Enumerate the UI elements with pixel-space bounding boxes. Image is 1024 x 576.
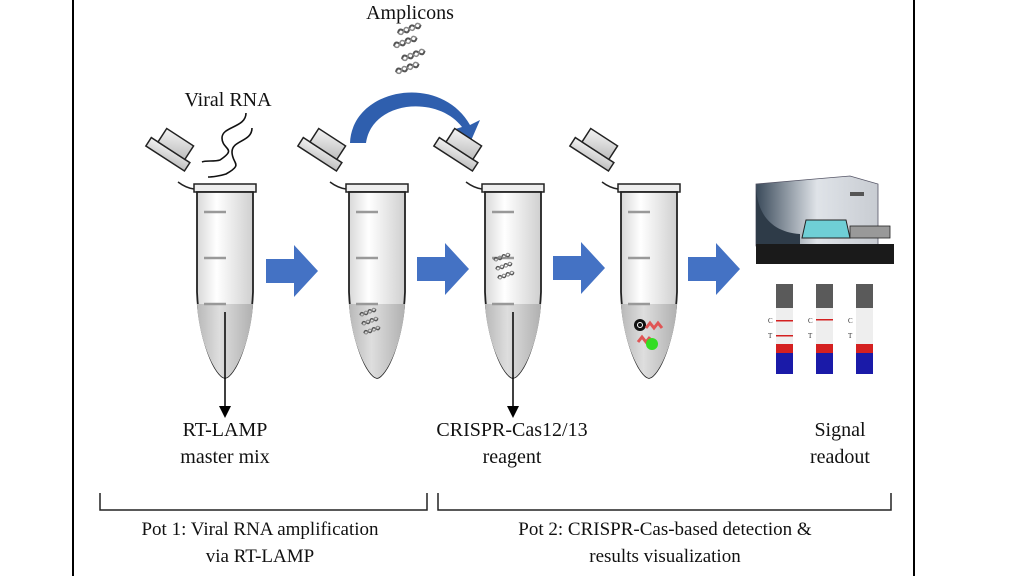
strip-3: C T <box>848 284 873 374</box>
pot-1-label-line1: Pot 1: Viral RNA amplification <box>141 519 379 540</box>
signal-label-line2: readout <box>810 446 870 468</box>
crispr-label-line1: CRISPR-Cas12/13 <box>436 419 588 441</box>
fluorophore-icon <box>646 338 658 350</box>
signal-label-line1: Signal <box>814 419 866 441</box>
frame-right-border <box>913 0 915 576</box>
crispr-label-line2: reagent <box>482 446 542 468</box>
pot-1-label-line2: via RT-LAMP <box>205 546 315 567</box>
svg-text:T: T <box>808 332 813 340</box>
viral-rna-icon <box>201 112 253 178</box>
rt-lamp-label-line1: RT-LAMP <box>182 419 268 441</box>
svg-text:T: T <box>848 332 853 340</box>
step-arrow-3 <box>553 242 605 294</box>
strip-2: C T <box>808 284 833 374</box>
pot-2-bracket <box>437 493 892 511</box>
amplicons-label: Amplicons <box>366 2 454 24</box>
lateral-flow-strips: C T C T C T <box>768 284 873 374</box>
viral-rna-label: Viral RNA <box>184 89 272 111</box>
tube-3-crispr <box>432 122 546 418</box>
pot-2-label-line1: Pot 2: CRISPR-Cas-based detection & <box>518 519 812 540</box>
frame-left-border <box>72 0 74 576</box>
plate-reader-icon <box>755 175 894 264</box>
svg-text:C: C <box>808 317 813 325</box>
rt-lamp-label-line2: master mix <box>180 446 270 468</box>
control-line <box>776 320 793 322</box>
step-arrow-2 <box>417 243 469 295</box>
quencher-icon <box>634 319 646 331</box>
strip-1: C T <box>768 284 793 374</box>
pot-2-label-line2: results visualization <box>589 546 741 567</box>
step-arrow-4 <box>688 243 740 295</box>
svg-text:T: T <box>768 332 773 340</box>
amplicons-icon <box>392 21 427 76</box>
svg-text:C: C <box>768 317 773 325</box>
tube-2-amplified <box>296 122 410 380</box>
control-line <box>816 319 833 321</box>
tube-1-rt-lamp <box>144 122 258 418</box>
svg-text:C: C <box>848 317 853 325</box>
test-line <box>776 335 793 337</box>
tube-4-reporter <box>568 122 682 380</box>
pot-1-bracket <box>99 493 428 511</box>
curved-transfer-arrow <box>350 92 480 143</box>
step-arrow-1 <box>266 245 318 297</box>
